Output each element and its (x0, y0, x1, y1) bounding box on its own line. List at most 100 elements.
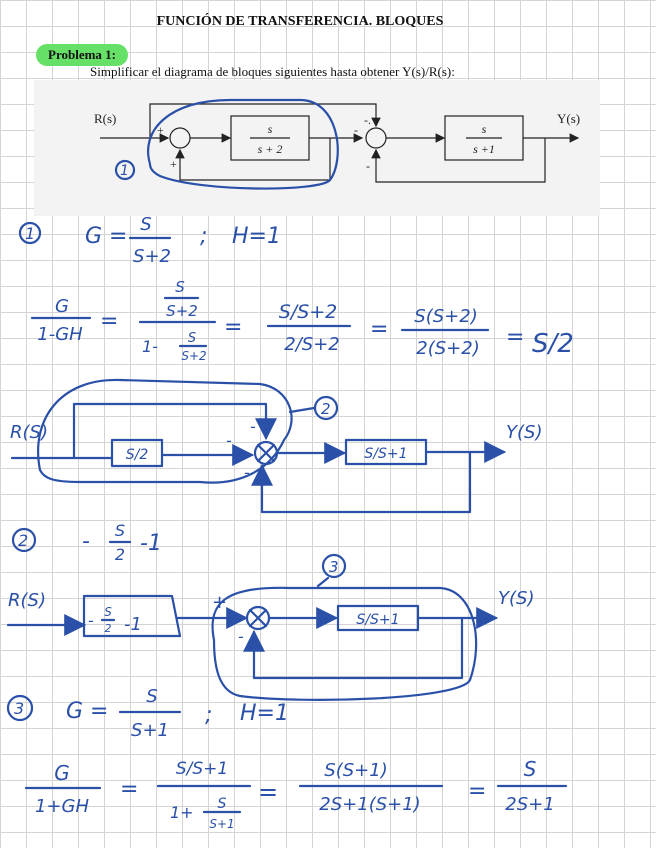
step2-badge (11, 527, 37, 553)
f3-eq1: = (120, 777, 138, 802)
d2-block1 (110, 438, 164, 468)
f3-b-den-fnum: S (218, 796, 227, 812)
d3-sign-plus: + (212, 592, 227, 613)
d3-block2-label: S/S+1 (356, 612, 399, 628)
printed-diagram-area (34, 80, 600, 216)
f1-eq1: = (100, 309, 118, 334)
f3-result-num: S (524, 757, 537, 781)
marker1-label: 1 (120, 163, 129, 179)
step3-G-num: S (146, 686, 157, 707)
f3-b-num: S/S+1 (176, 759, 228, 779)
d3-sum-x2 (248, 608, 268, 628)
d2-sign-bottom: - (244, 463, 250, 482)
wire-feedback-1 (175, 138, 331, 181)
d3-block1-den: 2 (105, 622, 112, 635)
step1-H: H=1 (232, 224, 281, 249)
diagram-input-label: R(s) (94, 111, 116, 126)
step2-tail: -1 (140, 531, 162, 556)
f1-d-num: S(S+2) (414, 306, 477, 327)
f3-b-den-left: 1+ (170, 803, 194, 822)
f1-c-num: S/S+2 (279, 301, 338, 323)
marker2-circle-loop (37, 378, 293, 484)
f1-lhs-num: G (55, 296, 69, 317)
f3-lhs-num: G (54, 761, 70, 785)
f1-lhs-den: 1-GH (37, 324, 83, 345)
step1-G-num: S (140, 214, 151, 235)
block2-denominator: s +1 (473, 142, 495, 156)
marker1-badge (114, 159, 136, 181)
sign-sum2-bottom: - (366, 159, 370, 173)
d3-feedback (243, 616, 464, 680)
summing-junction-2 (365, 127, 387, 149)
marker2-pointer (288, 406, 316, 414)
marker3-pointer (316, 576, 330, 588)
diagram-output-label: Y(s) (557, 111, 580, 126)
f3-b-den-fden: S+1 (209, 817, 234, 831)
block1-denominator: s + 2 (258, 142, 283, 156)
d3-sign-minus: - (238, 627, 244, 646)
f1-eq2: = (224, 315, 242, 340)
f1-eq4: = (506, 325, 524, 350)
printed-block-diagram: R(s) Y(s) s s + 2 s s +1 + + - -. - (94, 103, 580, 183)
marker3-circle-loop (211, 586, 478, 701)
d3-output: Y(S) (498, 588, 534, 609)
d2-sum-x2 (256, 443, 276, 463)
f3-c-num: S(S+1) (324, 760, 387, 781)
marker1-circle-loop (147, 98, 339, 190)
block2-numerator: s (482, 122, 487, 136)
step2-marker: 2 (18, 531, 28, 550)
d3-input: R(S) (8, 590, 46, 611)
step1-G-den: S+2 (133, 246, 171, 267)
f3-result-den: 2S+1 (505, 794, 554, 815)
f1-eq3: = (370, 317, 388, 342)
d2-sign-left: - (226, 431, 232, 450)
step2-frac-den: 2 (115, 545, 125, 564)
d3-block1 (82, 594, 182, 638)
f1-b-den-fnum: S (188, 331, 196, 346)
d3-block1-num: S (104, 605, 112, 619)
f1-b-den-left: 1- (142, 337, 158, 356)
step2-frac-num: S (115, 521, 125, 540)
document-title: FUNCIÓN DE TRANSFERENCIA. BLOQUES (156, 14, 444, 29)
f3-eq2: = (258, 778, 278, 806)
step1-G-symbol: G = (85, 224, 127, 249)
step3-semicolon: ; (205, 703, 212, 728)
f1-b-den-fden: S+2 (181, 349, 206, 363)
f1-result: S/2 (532, 329, 574, 359)
f1-b-num-top: S (175, 278, 185, 296)
block1-numerator: s (268, 122, 273, 136)
step1-marker: 1 (25, 224, 35, 243)
d2-block1-label: S/2 (126, 447, 149, 463)
f3-c-den: 2S+1(S+1) (319, 794, 420, 815)
step3-G-symbol: G = (66, 699, 108, 724)
wire-feedback-2 (371, 138, 546, 183)
step3-marker: 3 (14, 699, 24, 718)
d2-feedforward (72, 402, 277, 460)
f1-d-den: 2(S+2) (416, 338, 479, 359)
step1-semicolon: ; (200, 224, 207, 249)
marker2-badge (313, 395, 339, 421)
sign-sum1-bottom: + (170, 157, 177, 171)
f3-lhs-den: 1+GH (35, 796, 89, 817)
step1-badge (18, 221, 42, 245)
d3-block1-lead: - (88, 611, 94, 630)
f1-b-num-bot: S+2 (166, 302, 198, 320)
marker3-badge (321, 553, 347, 579)
step2-lead: - (82, 529, 90, 554)
step3-badge (6, 694, 34, 722)
d2-output: Y(S) (506, 422, 542, 443)
d3-block1-tail: -1 (124, 614, 142, 635)
instruction-text: Simplificar el diagrama de bloques sigui… (90, 64, 455, 79)
d2-feedback (251, 450, 472, 514)
d2-block2-label: S/S+1 (364, 446, 407, 462)
sign-sum2-top: -. (364, 113, 371, 127)
marker2-label: 2 (321, 400, 331, 418)
f1-c-den: 2/S+2 (284, 334, 339, 355)
sign-sum1-left: + (157, 123, 164, 137)
step3-H: H=1 (240, 701, 289, 726)
problem-badge: Problema 1: (36, 44, 128, 66)
step3-G-den: S+1 (131, 720, 169, 741)
summing-junction-1 (169, 127, 191, 149)
d2-sign-top: - (250, 417, 256, 436)
